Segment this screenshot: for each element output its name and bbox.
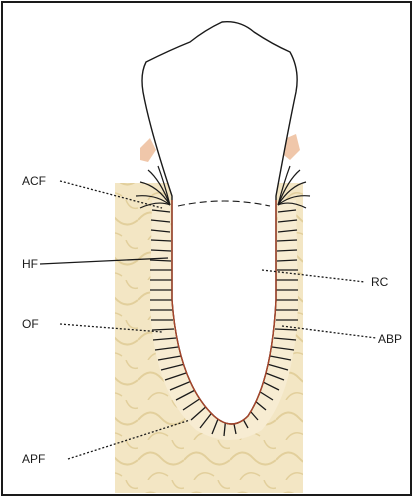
label-abp: ABP — [378, 332, 402, 346]
label-acf: ACF — [22, 174, 46, 188]
label-of: OF — [22, 317, 39, 331]
label-hf: HF — [22, 257, 38, 271]
label-apf: APF — [22, 452, 45, 466]
label-rc: RC — [371, 275, 389, 289]
